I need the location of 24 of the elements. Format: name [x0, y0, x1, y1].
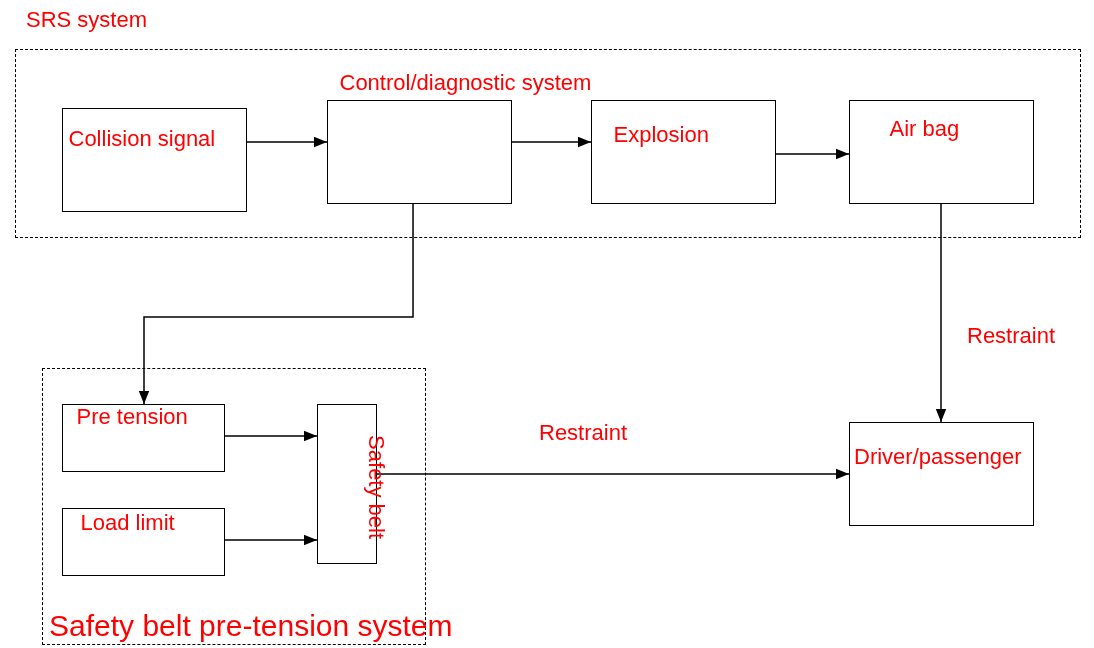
- box-label: Load limit: [80, 510, 175, 535]
- process-box: [61, 507, 225, 576]
- box-label: Driver/passenger: [854, 445, 1022, 470]
- group-title: SRS system: [26, 8, 148, 33]
- arrow: [775, 148, 850, 160]
- arrow: [138, 203, 414, 405]
- box-label: Explosion: [613, 122, 709, 147]
- process-box: [61, 403, 225, 472]
- group-title: Safety belt pre-tension system: [49, 609, 453, 642]
- box-label: Air bag: [889, 116, 960, 141]
- arrow: [511, 136, 592, 148]
- box-label: Safety belt: [363, 434, 388, 539]
- arrow: [246, 136, 328, 148]
- box-label: Control/diagnostic system: [339, 70, 592, 95]
- arrow: [224, 534, 318, 546]
- process-box: [590, 99, 776, 204]
- box-label: Collision signal: [68, 126, 216, 151]
- box-label: Pre tension: [76, 404, 188, 429]
- arrow: [224, 430, 318, 442]
- arrow: [935, 203, 947, 423]
- arrow: [376, 468, 850, 480]
- process-box: [848, 99, 1034, 204]
- process-box: [61, 107, 247, 212]
- process-box: [849, 422, 1034, 526]
